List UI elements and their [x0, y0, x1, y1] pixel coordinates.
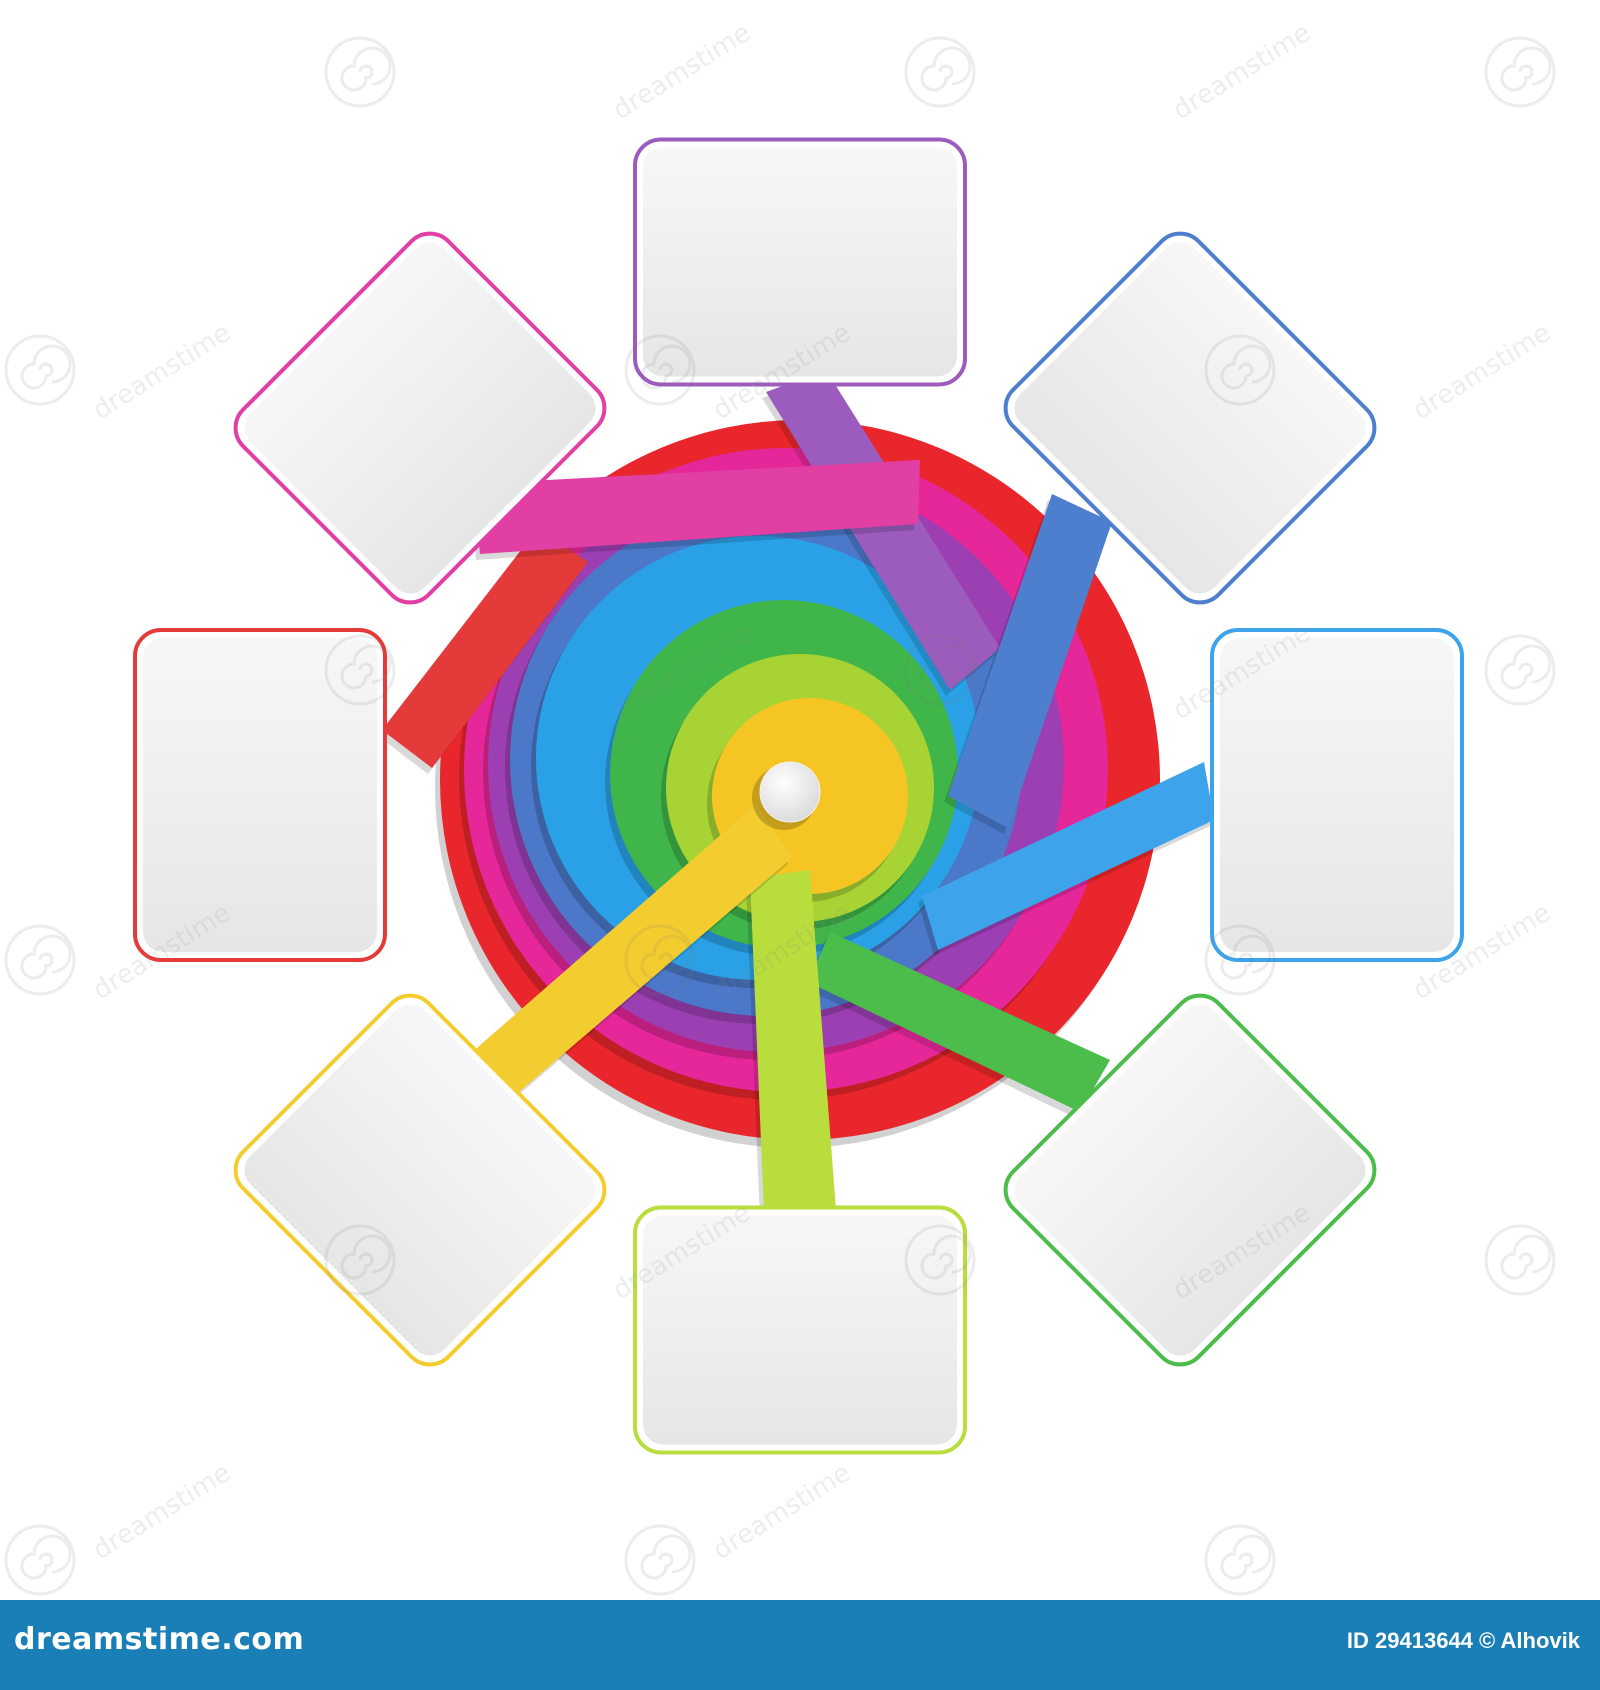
- ribbon-left: [382, 528, 588, 768]
- spiral-logo-icon: [324, 634, 396, 706]
- diagram-canvas: dreamstime dreamstime dreamstime dreamstime…: [4, 18, 1556, 1596]
- watermark-text: dreamstime: [88, 318, 236, 426]
- spiral-logo-icon: [4, 1524, 76, 1596]
- text-box-bottom-right[interactable]: [995, 985, 1385, 1375]
- spiral-logo-icon: [1204, 1524, 1276, 1596]
- text-box-fill: [1014, 242, 1366, 594]
- spiral-logo-icon: [4, 334, 76, 406]
- spiral-logo-icon: [4, 924, 76, 996]
- text-box-fill: [1014, 1004, 1366, 1356]
- spiral-logo-icon: [904, 634, 976, 706]
- spiral-logo-icon: [904, 1224, 976, 1296]
- text-boxes: [133, 137, 1464, 1455]
- text-box-fill: [143, 638, 377, 952]
- connector-ribbons: [378, 370, 1214, 1220]
- hub-button[interactable]: [759, 761, 821, 823]
- ribbon-top-right: [948, 494, 1112, 828]
- brand-text[interactable]: dreamstime.com: [14, 1622, 305, 1657]
- spiral-logo-icon: [324, 1224, 396, 1296]
- spiral-logo-icon: [1204, 334, 1276, 406]
- text-box-top[interactable]: [633, 137, 967, 387]
- spiral-logo-icon: [624, 924, 696, 996]
- image-credit: ID 29413644 © Alhovik: [1346, 1628, 1580, 1653]
- ribbon-right: [922, 762, 1214, 950]
- ribbon-top-left: [474, 460, 920, 554]
- text-box-fill: [1220, 638, 1454, 952]
- spiral-logo-icon: [1484, 634, 1556, 706]
- spiral-logo-icon: [1484, 36, 1556, 108]
- spiral-logo-icon: [624, 1524, 696, 1596]
- watermark-text: dreamstime: [1408, 318, 1556, 426]
- text-box-left[interactable]: [133, 628, 387, 962]
- watermark-text: dreamstime: [1168, 18, 1316, 126]
- text-box-top-right[interactable]: [995, 223, 1385, 613]
- watermark-text: dreamstime: [88, 1458, 236, 1566]
- text-box-right[interactable]: [1210, 628, 1464, 962]
- text-box-fill: [643, 147, 957, 377]
- text-box-bottom[interactable]: [633, 1205, 967, 1455]
- text-box-bottom-left[interactable]: [225, 985, 615, 1375]
- text-box-top-left[interactable]: [225, 223, 615, 613]
- text-box-fill: [244, 1004, 596, 1356]
- spiral-logo-icon: [1204, 924, 1276, 996]
- ribbon-bottom-left: [470, 804, 792, 1098]
- spiral-logo-icon: [1484, 1224, 1556, 1296]
- ribbon-bottom-right: [808, 932, 1110, 1112]
- text-box-fill: [643, 1215, 957, 1445]
- spiral-logo-icon: [904, 36, 976, 108]
- watermark-text: dreamstime: [708, 1458, 856, 1566]
- ribbon-top: [766, 370, 1000, 690]
- footer-bar: dreamstime.com ID 29413644 © Alhovik: [0, 1600, 1600, 1690]
- ribbon-bottom: [750, 870, 836, 1214]
- spiral-logo-icon: [324, 36, 396, 108]
- spiral-logo-icon: [624, 334, 696, 406]
- text-box-fill: [244, 242, 596, 594]
- watermark-text: dreamstime: [608, 18, 756, 126]
